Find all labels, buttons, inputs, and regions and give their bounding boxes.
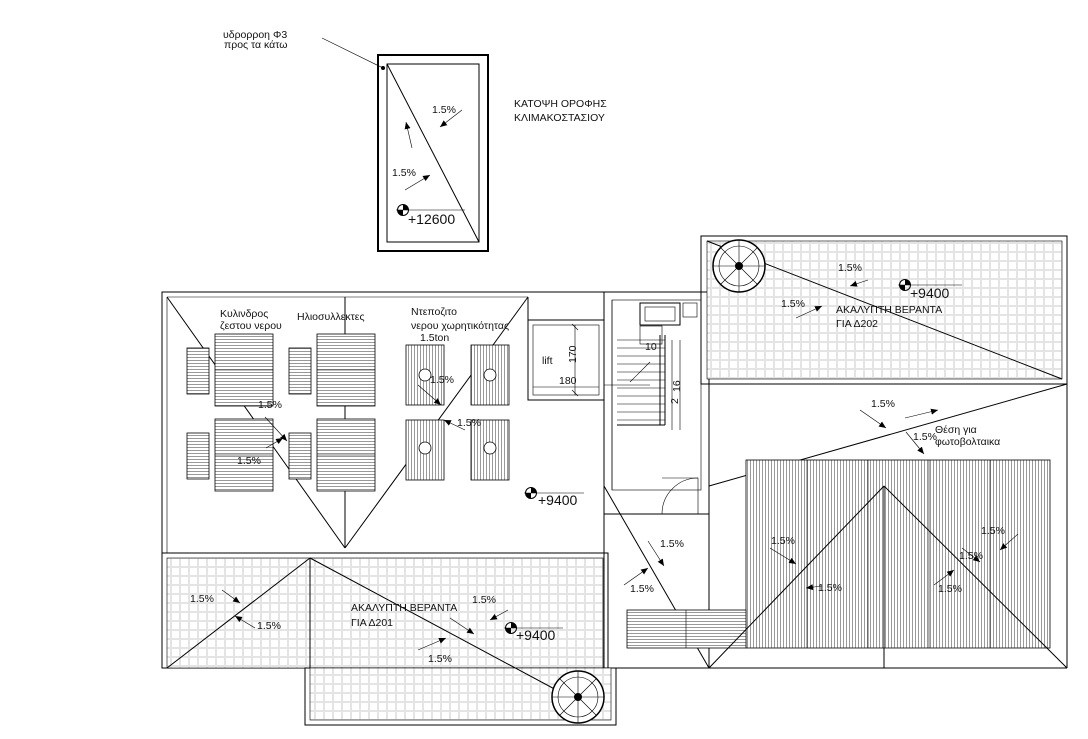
spiral-stair-icon — [712, 239, 766, 293]
lift-dimension-horizontal: 180 — [559, 375, 577, 387]
pv-panel-array-icon — [626, 609, 747, 649]
hot-water-cylinder-icon — [186, 347, 210, 395]
pv-panel-array-icon — [745, 459, 1051, 649]
veranda-d201-label-line2: ΓΙΑ Δ201 — [351, 617, 393, 629]
lift-dimension-vertical: 170 — [567, 345, 579, 363]
veranda-d202-label-line2: ΓΙΑ Δ202 — [836, 318, 878, 330]
pv-label-line1: Θέση για — [935, 424, 977, 436]
veranda-d202-slope-label: 1.5% — [838, 262, 862, 274]
hot-water-cylinder-icon — [288, 347, 312, 395]
stair-roof-title-line1: ΚΑΤΟΨΗ ΟΡΟΦΗΣ — [514, 98, 607, 110]
collectors-label: Ηλιοσυλλεκτες — [297, 311, 365, 323]
pv-slope-label: 1.5% — [913, 431, 937, 443]
stair-slope-label: 1.5% — [392, 167, 416, 179]
veranda-d201-slope-label: 1.5% — [190, 593, 214, 605]
veranda-d201-slope-label: 1.5% — [472, 594, 496, 606]
stair-core — [603, 291, 710, 515]
hot-water-cylinder-icon — [288, 432, 312, 480]
tank-label-line2: νερου χωρητικότητας — [411, 320, 509, 332]
main-roof-slope-label: 1.5% — [237, 455, 261, 467]
spiral-stair-icon — [551, 670, 605, 724]
pv-slope-label: 1.5% — [818, 582, 842, 594]
main-roof-elevation-marker-icon — [524, 487, 584, 499]
hot-water-cylinder-icon — [186, 432, 210, 480]
stair-slope-label: 1.5% — [432, 104, 456, 116]
stair-dimension: 2 — [669, 398, 681, 404]
veranda-d201-elevation: +9400 — [516, 627, 556, 643]
veranda-d202-label-line1: ΑΚΑΛΥΠΤΗ ΒΕΡΑΝΤΑ — [836, 304, 942, 316]
veranda-d201-label-line1: ΑΚΑΛΥΠΤΗ ΒΕΡΑΝΤΑ — [351, 602, 457, 614]
stair-roof-title-line2: ΚΛΙΜΑΚΟΣΤΑΣΙΟΥ — [514, 112, 605, 124]
drain-label-line1: υδρορροη Φ3 — [223, 29, 287, 41]
veranda-d202-slope-label: 1.5% — [781, 298, 805, 310]
pv-slope-label: 1.5% — [630, 583, 654, 595]
veranda-d202-elevation-marker-icon — [898, 279, 962, 291]
main-roof-slope-label: 1.5% — [457, 417, 481, 429]
drain-label-line2: προς τα κάτω — [224, 39, 287, 51]
lift-shaft — [527, 319, 605, 401]
veranda-d202-elevation: +9400 — [910, 285, 950, 301]
stair-dimension: 16 — [671, 380, 683, 392]
cylinder-label-line1: Κυλινδρος — [220, 308, 268, 320]
veranda-d202 — [700, 235, 1068, 385]
pv-area — [603, 383, 1068, 669]
main-roof-slope-label: 1.5% — [258, 399, 282, 411]
pv-slope-label: 1.5% — [871, 398, 895, 410]
veranda-d201-slope-label: 1.5% — [257, 620, 281, 632]
stair-dimension: 10 — [645, 341, 657, 353]
pv-slope-label: 1.5% — [981, 525, 1005, 537]
pv-slope-label: 1.5% — [660, 538, 684, 550]
main-roof-elevation: +9400 — [538, 492, 578, 508]
veranda-d201-elevation-marker-icon — [504, 622, 563, 634]
veranda-d201 — [162, 552, 617, 726]
pv-label-line2: φωτοβολταικα — [935, 436, 1000, 448]
veranda-d201-slope-label: 1.5% — [428, 653, 452, 665]
stair-elevation: +12600 — [408, 211, 455, 227]
stairwell-elevation-marker-icon — [396, 204, 465, 216]
main-roof-slope-label: 1.5% — [430, 374, 454, 386]
cylinder-label-line2: ζεστου νερου — [220, 320, 282, 332]
tank-label-line1: Ντεποζιτο — [411, 306, 457, 318]
pv-slope-label: 1.5% — [771, 535, 795, 547]
lift-label: lift — [542, 355, 553, 367]
pv-slope-label: 1.5% — [938, 583, 962, 595]
pv-slope-label: 1.5% — [959, 550, 983, 562]
tank-label-line3: 1.5ton — [420, 332, 449, 344]
stairwell-roof — [321, 37, 489, 252]
water-tank-icon — [470, 419, 510, 481]
